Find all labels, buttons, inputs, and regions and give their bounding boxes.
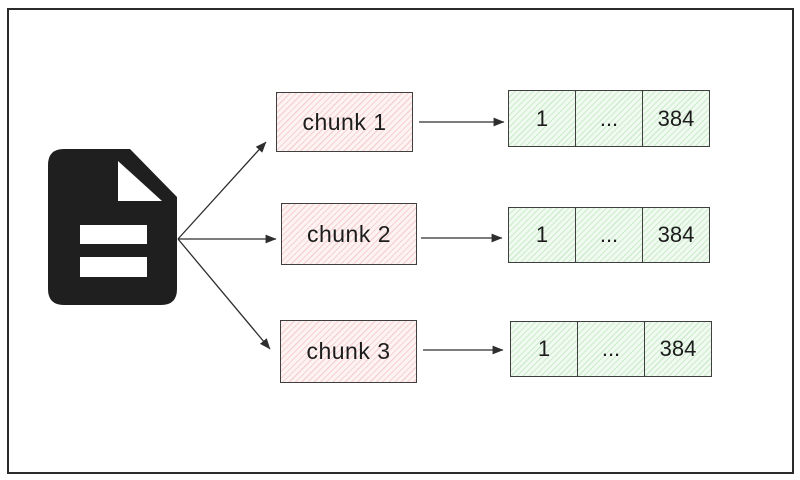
diagram-border xyxy=(7,8,794,474)
arrow-doc-to-chunk-1 xyxy=(177,141,267,240)
vector-cell: 1 xyxy=(511,322,577,376)
vector-cell: ... xyxy=(575,208,642,262)
chunk-label-2: chunk 2 xyxy=(306,220,392,247)
chunk-box-3: chunk 3 xyxy=(280,320,417,383)
arrow-doc-to-chunk-3 xyxy=(177,238,271,350)
vector-cell: 384 xyxy=(642,91,709,146)
vector-row-2: 1 ... 384 xyxy=(508,207,710,263)
vector-cell: 1 xyxy=(509,91,575,146)
chunk-box-2: chunk 2 xyxy=(281,203,417,265)
chunk-box-1: chunk 1 xyxy=(276,92,413,152)
folded-corner xyxy=(118,161,162,201)
vector-cell: ... xyxy=(575,91,642,146)
vector-cell: 384 xyxy=(644,322,711,376)
vector-cell: 384 xyxy=(642,208,709,262)
vector-row-3: 1 ... 384 xyxy=(510,321,712,377)
vector-row-1: 1 ... 384 xyxy=(508,90,710,147)
vector-cell: 1 xyxy=(509,208,575,262)
text-line-1 xyxy=(80,225,147,244)
document-icon xyxy=(48,149,177,305)
vector-cell: ... xyxy=(577,322,644,376)
chunk-label-3: chunk 3 xyxy=(306,338,391,364)
text-line-2 xyxy=(80,257,147,277)
chunk-label-1: chunk 1 xyxy=(302,108,387,135)
